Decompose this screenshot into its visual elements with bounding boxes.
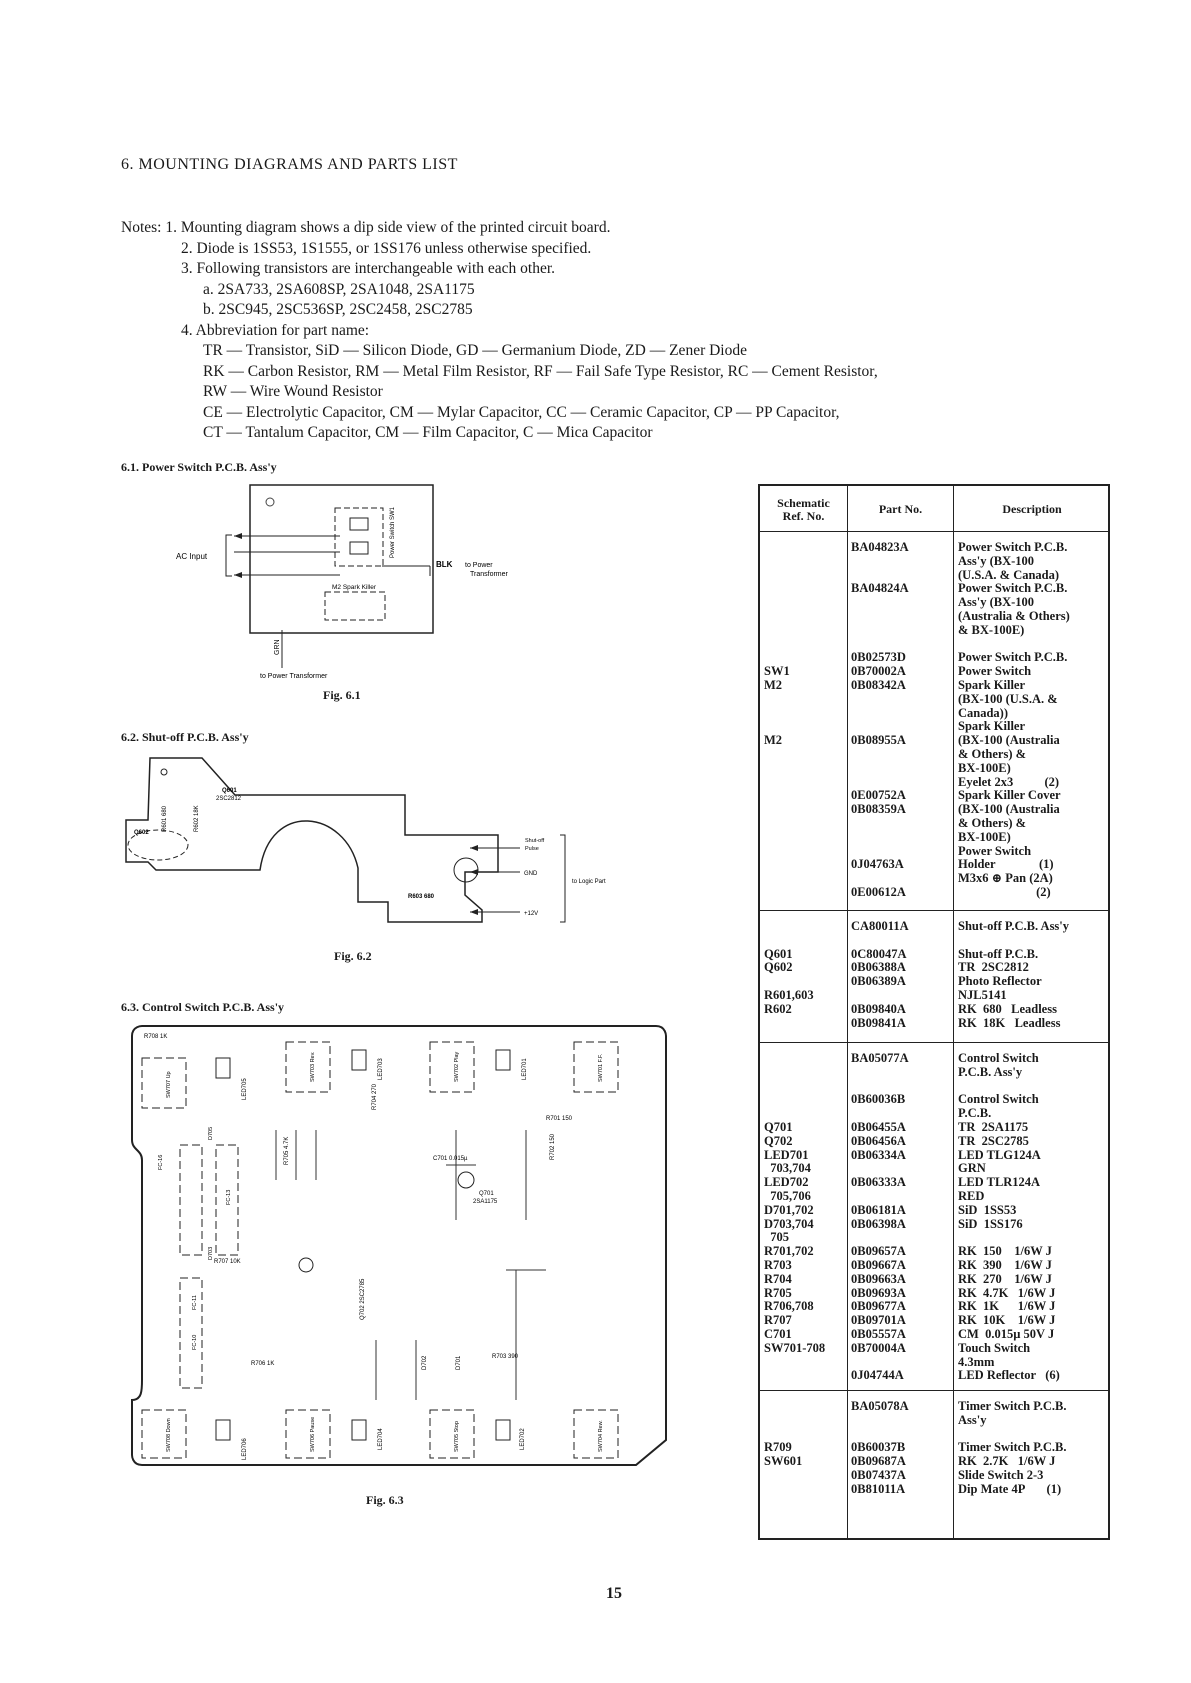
d705-label: D705 xyxy=(208,1127,214,1140)
sw703-label: SW703 Rev. xyxy=(310,1051,316,1082)
led705-label: LED705 xyxy=(242,1078,248,1100)
d702-label: D702 xyxy=(422,1355,428,1370)
group1-parts: BA04823A BA04824A 0B02573D 0B70002A 0B08… xyxy=(851,540,909,899)
d703-label: D703 xyxy=(208,1247,214,1260)
fig-6-1-caption: Fig. 6.1 xyxy=(323,688,361,702)
group3-refs: Q701 Q702 LED701 703,704 LED702 705,706 … xyxy=(764,1119,826,1355)
group4-parts: BA05078A 0B60037B 0B09687A 0B07437A 0B81… xyxy=(851,1399,909,1496)
led706-label: LED706 xyxy=(242,1438,248,1460)
page-number: 15 xyxy=(606,1585,622,1602)
fig-6-3-caption: Fig. 6.3 xyxy=(366,1493,404,1507)
section-title-shutoff: 6.2. Shut-off P.C.B. Ass'y xyxy=(121,730,249,744)
group3-parts: BA05077A 0B60036B 0B06455A 0B06456A 0B06… xyxy=(851,1051,909,1383)
r707-label: R707 10K xyxy=(214,1259,241,1265)
note-line-2: 2. Diode is 1SS53, 1S1555, or 1SS176 unl… xyxy=(181,239,592,257)
r704-label: R704 270 xyxy=(372,1083,378,1110)
col-header-ref: Schematic Ref. No. xyxy=(777,496,830,523)
parts-table: Schematic Ref. No. Part No. Description … xyxy=(758,484,1110,1540)
sw702-label: SW702 Play xyxy=(454,1051,460,1082)
notes-block: Notes: 1. Mounting diagram shows a dip s… xyxy=(121,218,878,444)
group4-refs: R709 SW601 xyxy=(764,1440,803,1469)
gnd-label: GND xyxy=(524,871,538,877)
fc13-label: FC-13 xyxy=(226,1190,232,1205)
ac-input-label: AC Input xyxy=(176,552,208,561)
sw1-label: Power Switch SW1 xyxy=(390,506,396,558)
group2-refs: Q601 Q602 R601,603 R602 xyxy=(764,946,814,1016)
q702-label: Q702 2SC2785 xyxy=(360,1278,366,1320)
q602-label: Q602 xyxy=(134,830,149,836)
blk-label: BLK xyxy=(436,560,453,569)
r706-label: R706 1K xyxy=(251,1361,274,1367)
fig-6-2-diagram: Q601 2SC2812 Q602 R601 680 R602 18K R603… xyxy=(125,757,606,923)
fc10-label: FC-10 xyxy=(192,1335,198,1350)
led701-label: LED701 xyxy=(522,1058,528,1080)
sw704-label: SW704 Rew. xyxy=(598,1420,604,1452)
d701-label: D701 xyxy=(456,1355,462,1370)
r702-label: R702 150 xyxy=(550,1133,556,1160)
fc16-label: FC-16 xyxy=(158,1155,164,1170)
led704-label: LED704 xyxy=(378,1428,384,1450)
group2-parts: CA80011A 0C80047A 0B06388A 0B06389A 0B09… xyxy=(851,919,909,1030)
sw701-label: SW701 F.F. xyxy=(598,1053,604,1082)
sw705-label: SW705 Stop xyxy=(454,1421,460,1452)
sw706-label: SW706 Pause xyxy=(310,1417,316,1452)
r703-label: R703 390 xyxy=(492,1354,519,1360)
col-header-desc: Description xyxy=(1002,502,1062,516)
note-line-3a: a. 2SA733, 2SA608SP, 2SA1048, 2SA1175 xyxy=(203,280,475,298)
q701-type-label: 2SA1175 xyxy=(473,1199,498,1205)
note-line-abbr-1: TR — Transistor, SiD — Silicon Diode, GD… xyxy=(203,342,747,359)
page-heading: 6. MOUNTING DIAGRAMS AND PARTS LIST xyxy=(121,156,458,173)
note-line-abbr-5: CT — Tantalum Capacitor, CM — Film Capac… xyxy=(203,424,653,441)
note-line-abbr-4: CE — Electrolytic Capacitor, CM — Mylar … xyxy=(203,403,840,421)
r701-label: R701 150 xyxy=(546,1116,573,1122)
to-power-transformer-bottom: to Power Transformer xyxy=(260,673,328,680)
fig-6-3-diagram: R708 1K R701 150 R702 150 R704 270 R705 … xyxy=(131,1025,667,1466)
section-title-power-switch: 6.1. Power Switch P.C.B. Ass'y xyxy=(121,460,277,474)
group3-descs: Control Switch P.C.B. Ass'y Control Swit… xyxy=(958,1051,1060,1383)
note-line-abbr-3: RW — Wire Wound Resistor xyxy=(203,383,383,400)
group1-descs: Power Switch P.C.B. Ass'y (BX-100 (U.S.A… xyxy=(958,540,1070,899)
group1-refs: SW1 M2 M2 xyxy=(764,664,790,748)
note-line-3: 3. Following transistors are interchange… xyxy=(181,260,556,277)
r705-label: R705 4.7K xyxy=(284,1137,290,1165)
q601-label: Q601 xyxy=(222,788,237,794)
note-line-1: Notes: 1. Mounting diagram shows a dip s… xyxy=(121,219,611,236)
q601-type-label: 2SC2812 xyxy=(216,796,242,802)
r601-label: R601 680 xyxy=(162,805,168,832)
note-line-4: 4. Abbreviation for part name: xyxy=(181,321,370,339)
sw707-label: SW707 Up xyxy=(166,1071,172,1098)
c701-label: C701 0.015µ xyxy=(433,1156,468,1162)
fc11-label: FC-11 xyxy=(192,1295,198,1310)
to-logic-label: to Logic Part xyxy=(572,879,606,885)
note-line-3b: b. 2SC945, 2SC536SP, 2SC2458, 2SC2785 xyxy=(203,301,473,318)
plus12v-label: +12V xyxy=(524,911,538,917)
r602-label: R602 18K xyxy=(194,805,200,832)
r603-label: R603 680 xyxy=(408,894,435,900)
group4-descs: Timer Switch P.C.B. Ass'y Timer Switch P… xyxy=(958,1399,1067,1496)
sw708-label: SW708 Down xyxy=(166,1418,172,1452)
fig-6-2-caption: Fig. 6.2 xyxy=(334,949,372,963)
grn-label: GRN xyxy=(274,639,281,655)
r708-label: R708 1K xyxy=(144,1034,167,1040)
m2-label: M2 Spark Killer xyxy=(332,584,377,591)
section-title-control-switch: 6.3. Control Switch P.C.B. Ass'y xyxy=(121,1000,285,1014)
group2-descs: Shut-off P.C.B. Ass'y Shut-off P.C.B. TR… xyxy=(958,919,1070,1030)
led703-label: LED703 xyxy=(378,1058,384,1080)
led702-label: LED702 xyxy=(520,1428,526,1450)
q701-label: Q701 xyxy=(479,1191,494,1197)
note-line-abbr-2: RK — Carbon Resistor, RM — Metal Film Re… xyxy=(203,362,878,380)
col-header-part: Part No. xyxy=(878,502,923,516)
